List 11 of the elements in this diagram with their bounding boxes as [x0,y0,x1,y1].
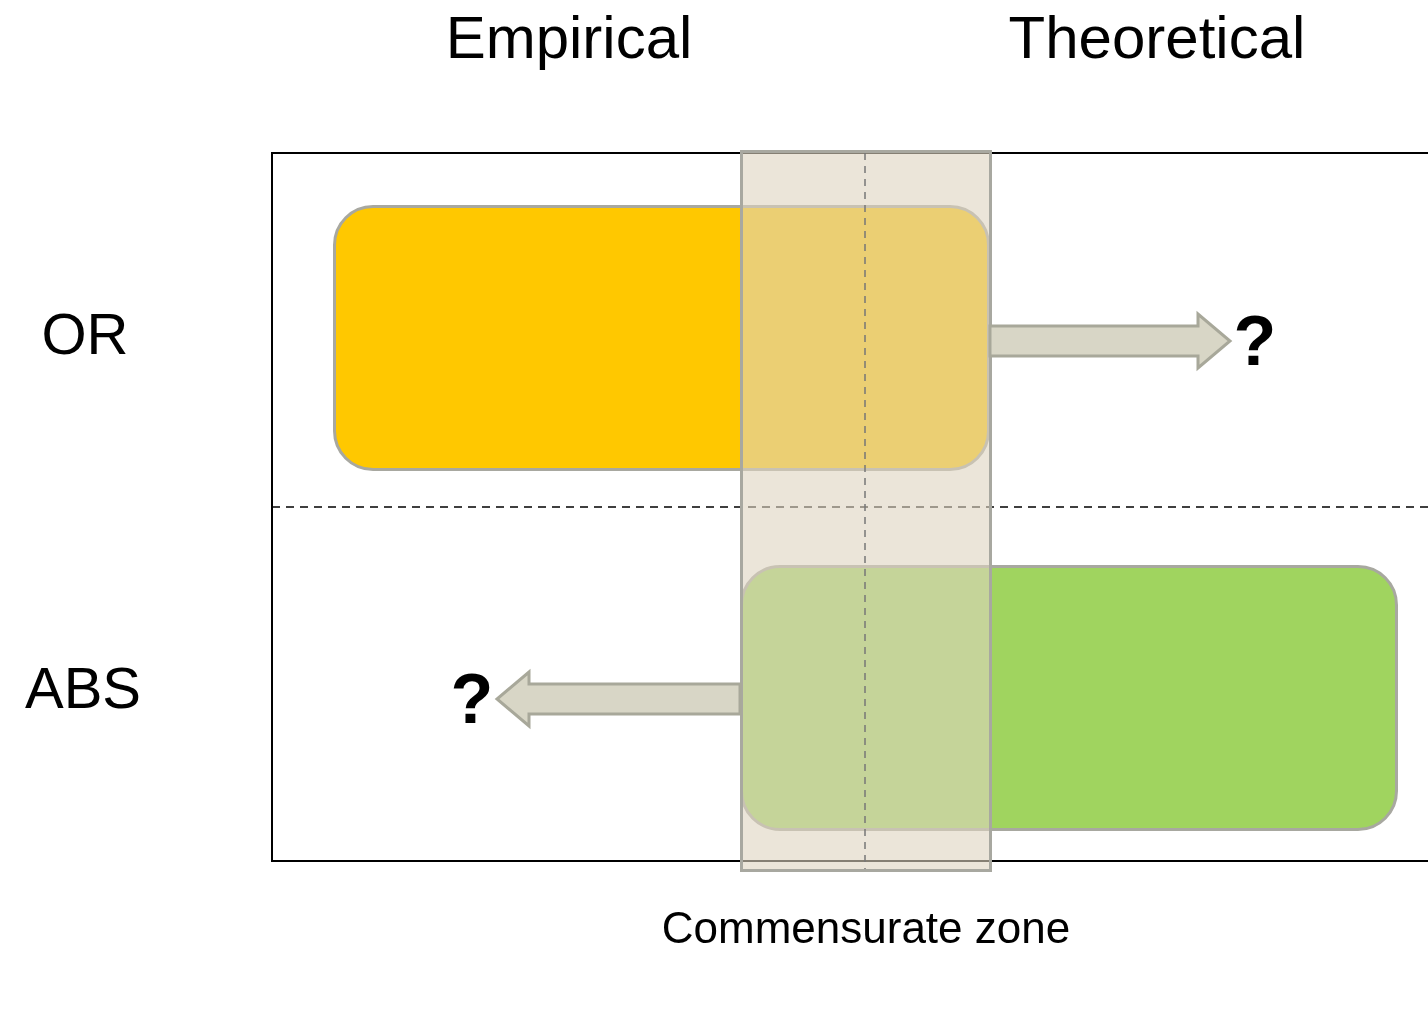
axis-label: OR [40,300,130,368]
axis-label: ABS [23,654,143,722]
axis-label: Empirical [444,3,694,73]
rounded-box [740,565,1398,831]
question-mark: ? [447,663,497,735]
block-arrow [988,310,1233,372]
zone-caption: Commensurate zone [660,902,1072,954]
axis-label: Theoretical [1007,3,1307,73]
question-mark: ? [1230,305,1280,377]
block-arrow [494,668,742,730]
rounded-box [333,205,990,471]
